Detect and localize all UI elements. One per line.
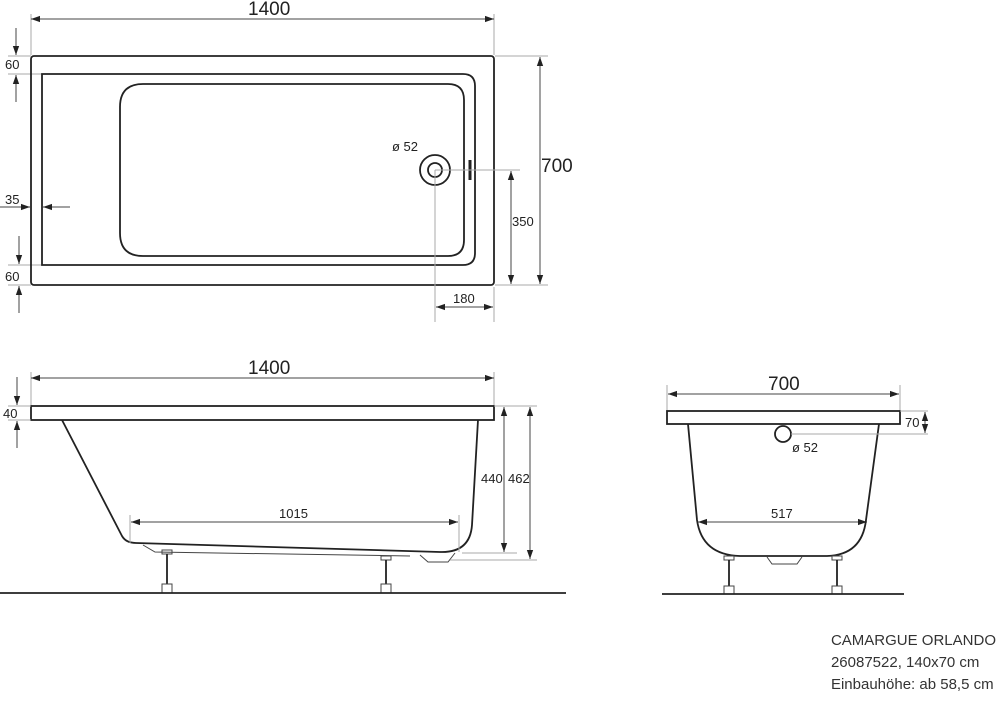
- side-length-label: 1400: [248, 358, 290, 379]
- rim-thickness-label: 40: [3, 406, 17, 421]
- drain-diameter-label: ø 52: [392, 139, 418, 154]
- overflow-diameter-label: ø 52: [792, 440, 818, 455]
- top-rim-top-label: 60: [5, 57, 19, 72]
- top-width-label: 700: [541, 156, 573, 177]
- left-foot: [161, 549, 173, 594]
- top-rim-bottom-label: 60: [5, 269, 19, 284]
- inner-depth-label: 440: [481, 471, 503, 486]
- top-rim-side-label: 35: [5, 192, 19, 207]
- total-height-label: 462: [508, 471, 530, 486]
- right-foot: [380, 555, 392, 594]
- drain-end-offset-label: 180: [453, 291, 475, 306]
- end-width-label: 700: [768, 374, 800, 395]
- drain-offset-label: 350: [512, 214, 534, 229]
- end-view: 700 70 ø 52 517: [662, 374, 929, 595]
- bottom-width-label: 517: [771, 506, 793, 521]
- end-left-foot: [723, 555, 735, 595]
- end-right-foot: [831, 555, 843, 595]
- top-length-label: 1400: [248, 0, 290, 20]
- product-name: CAMARGUE ORLANDO: [830, 632, 996, 649]
- bottom-length-label: 1015: [279, 506, 308, 521]
- product-caption: CAMARGUE ORLANDO 26087522, 140x70 cm Ein…: [831, 630, 996, 696]
- side-view: 1400 40 440 462 1015: [0, 358, 566, 594]
- overflow-offset-label: 70: [905, 415, 919, 430]
- product-article-size: 26087522, 140x70 cm: [830, 654, 980, 671]
- top-view: 1400 60 35 60 ø 52 700 350 180: [0, 0, 573, 322]
- product-install-height: Einbauhöhe: ab 58,5 cm: [830, 676, 994, 693]
